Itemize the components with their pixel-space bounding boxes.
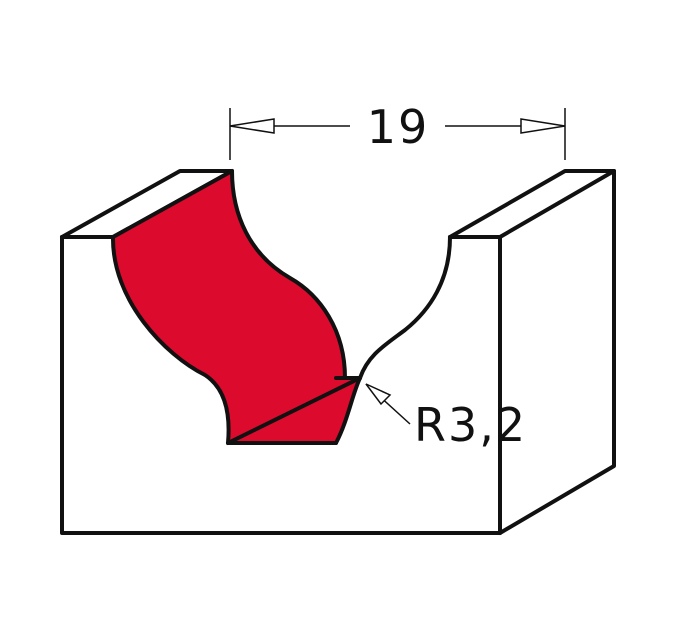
cutter-diagonal-edge — [226, 376, 362, 445]
cutter-profile — [110, 169, 362, 445]
radius-dimension-label: R3,2 — [414, 398, 527, 452]
width-dimension-label: 19 — [367, 100, 430, 154]
right-side-face — [498, 169, 616, 535]
radius-arrowhead — [365, 383, 392, 406]
left-top-ledge — [60, 169, 234, 239]
arrowhead-left — [229, 118, 275, 134]
arrowhead-right — [520, 118, 566, 134]
workpiece-block — [60, 169, 616, 535]
groove-right-outline — [358, 235, 452, 380]
radius-callout: R3,2 — [365, 383, 527, 452]
width-dimension: 19 — [229, 100, 566, 160]
right-top-ledge — [448, 169, 616, 239]
